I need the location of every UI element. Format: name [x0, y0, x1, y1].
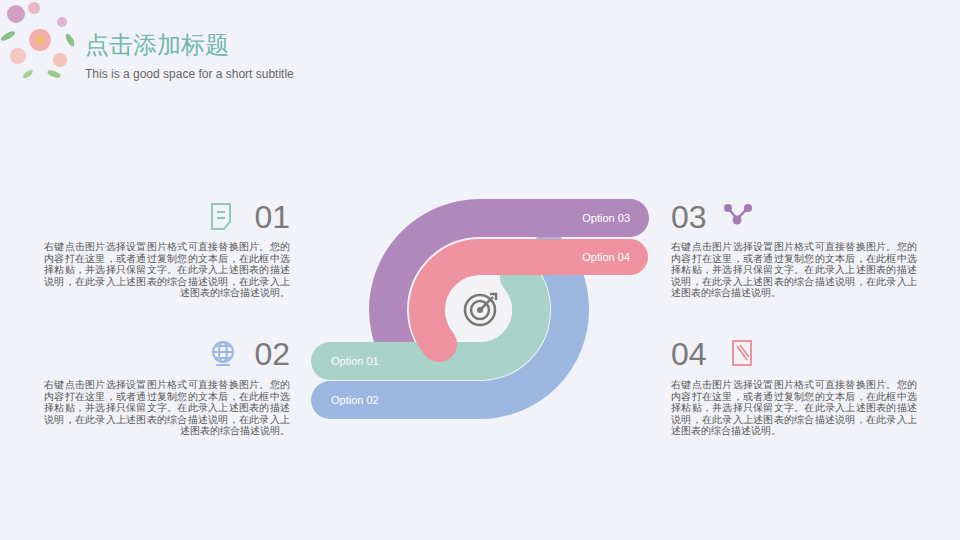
document-icon	[212, 204, 230, 229]
option-label: Option 04	[582, 251, 630, 263]
item-number: 02	[254, 338, 290, 370]
item-number: 04	[671, 338, 707, 370]
option-band: Option 02	[310, 381, 480, 419]
option-label: Option 01	[331, 355, 379, 367]
option-label: Option 03	[582, 212, 630, 224]
slide-title: 点击添加标题	[85, 29, 229, 61]
option-band: Option 03	[480, 199, 650, 237]
item-description: 右键点击图片选择设置图片格式可直接替换图片。您的内容打在这里，或者通过复制您的文…	[671, 241, 917, 299]
item-description: 右键点击图片选择设置图片格式可直接替换图片。您的内容打在这里，或者通过复制您的文…	[44, 379, 290, 437]
option-label: Option 02	[331, 394, 379, 406]
flower-decoration	[0, 2, 76, 80]
item-number: 03	[671, 201, 707, 233]
pen-document-icon	[733, 341, 751, 365]
item-description: 右键点击图片选择设置图片格式可直接替换图片。您的内容打在这里，或者通过复制您的文…	[44, 241, 290, 299]
globe-icon	[213, 342, 233, 365]
share-icon	[724, 204, 752, 225]
item-number: 01	[254, 201, 290, 233]
option-band: Option 04	[480, 239, 650, 275]
option-band: Option 01	[310, 342, 480, 380]
subtitle: This is a good space for a short subtitl…	[85, 67, 294, 81]
item-description: 右键点击图片选择设置图片格式可直接替换图片。您的内容打在这里，或者通过复制您的文…	[671, 379, 917, 437]
pink-band	[427, 257, 630, 344]
target-icon	[448, 278, 512, 342]
s-bands	[330, 218, 630, 400]
